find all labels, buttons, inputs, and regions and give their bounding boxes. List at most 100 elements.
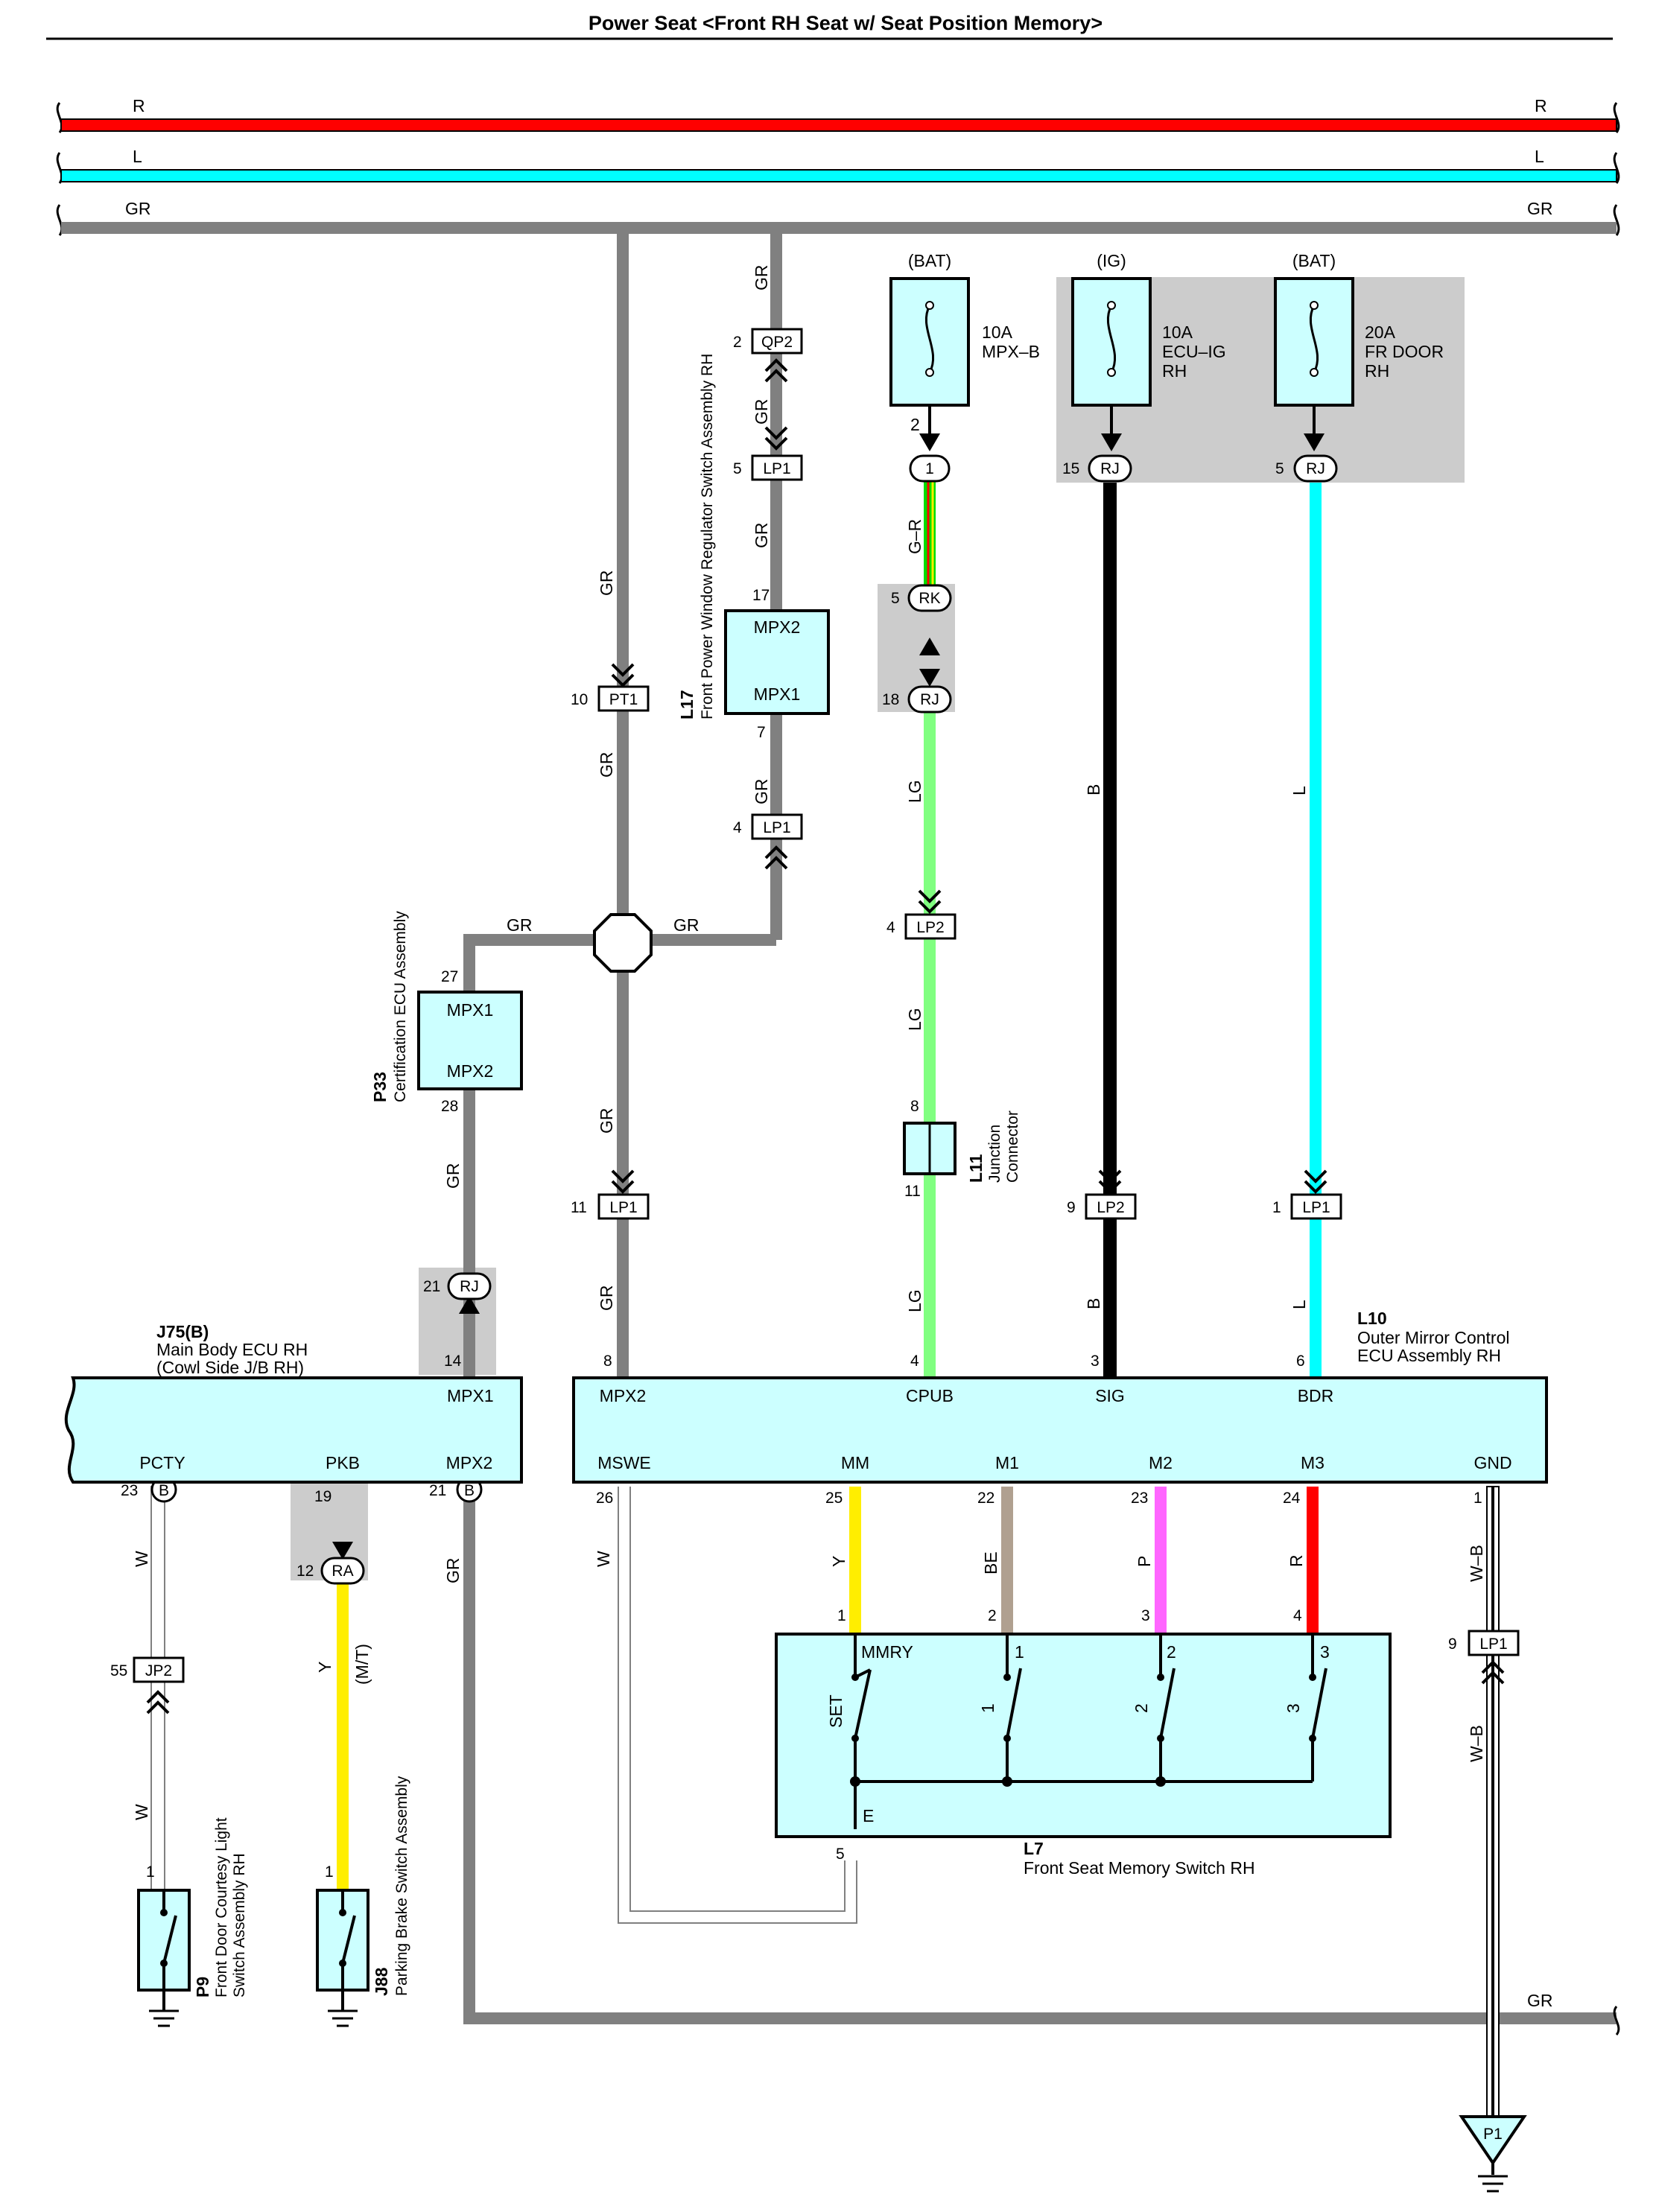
splice-point <box>593 913 653 973</box>
l7-set: SET <box>826 1694 846 1728</box>
bus-r-label-right: R <box>1535 96 1547 115</box>
wire-gr-5: GR <box>597 571 616 597</box>
wire-gr-4: GR <box>752 779 771 805</box>
wire-gr-8: GR <box>597 1285 616 1312</box>
l10-id: L10 <box>1357 1309 1387 1328</box>
bus-l-label-right: L <box>1535 147 1544 166</box>
wire-gr-9: GR <box>507 915 533 935</box>
pin-l10-24: 24 <box>1283 1490 1301 1507</box>
fuse-fr-door-name2: RH <box>1365 361 1389 381</box>
pin-p33-27: 27 <box>441 968 458 985</box>
l10-pin-mpx2: MPX2 <box>600 1386 647 1405</box>
pin-l10-26: 26 <box>596 1490 613 1507</box>
connector-lp1-e: LP1 <box>1479 1636 1507 1653</box>
wire-gr-bottom: GR <box>1527 1991 1553 2010</box>
pin-ra-12: 12 <box>296 1563 314 1580</box>
l7-sw-label-2: 2 <box>1132 1703 1151 1713</box>
fuse-ecu-ig-name1: ECU–IG <box>1162 342 1226 361</box>
j75-pin-mpx1: MPX1 <box>447 1386 494 1405</box>
wire-w-3: W <box>594 1551 613 1567</box>
l10-pin-bdr: BDR <box>1298 1386 1334 1405</box>
diagram-title: Power Seat <Front RH Seat w/ Seat Positi… <box>589 12 1103 34</box>
pin-lp2-4: 4 <box>886 919 895 936</box>
component-p33: MPX1 MPX2 27 28 P33 Certification ECU As… <box>370 911 523 1115</box>
connector-lp2-b: LP2 <box>1097 1199 1124 1216</box>
fuse-fr-door-source: (BAT) <box>1292 251 1336 270</box>
pin-l10-1: 1 <box>1473 1490 1482 1507</box>
l7-e: E <box>863 1806 874 1825</box>
pin-lp1-9: 9 <box>1448 1636 1457 1653</box>
ground-p1: P1 <box>1459 2115 1527 2193</box>
l17-id: L17 <box>677 690 697 719</box>
bus-r-label-left: R <box>133 96 145 115</box>
connector-rj-21: RJ <box>460 1278 479 1295</box>
pin-lp1-5: 5 <box>733 460 742 477</box>
wire-w-b-2: W–B <box>1467 1725 1486 1762</box>
connector-lp1-c: LP1 <box>609 1199 637 1216</box>
fuse-mpx-b-pin: 2 <box>910 415 920 434</box>
fuse-mpx-b-rating: 10A <box>982 322 1013 342</box>
fuse-mpx-b-source: (BAT) <box>908 251 951 270</box>
pin-l10-23: 23 <box>1131 1490 1148 1507</box>
l10-pin-cpub: CPUB <box>906 1386 954 1405</box>
pin-l10-6: 6 <box>1296 1353 1305 1370</box>
connector-lp1-b: LP1 <box>763 819 790 836</box>
fuse-ecu-ig-name2: RH <box>1162 361 1187 381</box>
l10-pin-m1: M1 <box>995 1453 1019 1472</box>
l11-name2: Connector <box>1004 1110 1021 1183</box>
wire-gr-1: GR <box>752 265 771 291</box>
wire-p: P <box>1135 1556 1154 1567</box>
pin-pt1-10: 10 <box>571 691 588 708</box>
connector-jp2: JP2 <box>145 1662 172 1679</box>
l10-pin-gnd: GND <box>1473 1453 1511 1472</box>
wire-l-1: L <box>1289 786 1309 795</box>
j75-pin-pcty: PCTY <box>139 1453 185 1472</box>
pin-l7-3: 3 <box>1141 1607 1150 1624</box>
wire-l-2: L <box>1289 1300 1309 1309</box>
pin-p9-1: 1 <box>146 1863 155 1881</box>
pin-lp1-4: 4 <box>733 819 742 836</box>
l7-name: Front Seat Memory Switch RH <box>1024 1858 1255 1878</box>
p33-pin-mpx1: MPX1 <box>447 1000 494 1020</box>
fuse-fr-door-name1: FR DOOR <box>1365 342 1444 361</box>
bus-l-label-left: L <box>133 147 142 166</box>
p33-id: P33 <box>370 1072 390 1102</box>
connector-labels: QP2 2 LP1 5 LP1 4 PT1 10 LP1 11 LP2 4 LP… <box>110 328 1520 1683</box>
j75-id: J75(B) <box>156 1322 209 1341</box>
wire-y-2: Y <box>829 1556 848 1567</box>
pin-l17-17: 17 <box>752 587 770 604</box>
bus-gr-label-right: GR <box>1527 199 1553 218</box>
component-l17: MPX2 MPX1 17 7 L17 Front Power Window Re… <box>677 354 830 741</box>
connector-rk: RK <box>919 590 940 607</box>
l7-label-3: 3 <box>1320 1642 1330 1662</box>
l10-pin-sig: SIG <box>1095 1386 1125 1405</box>
j75-name1: Main Body ECU RH <box>156 1340 308 1359</box>
pin-jp2-55: 55 <box>110 1662 127 1679</box>
wire-w-2: W <box>132 1804 151 1820</box>
connector-rj-18: RJ <box>920 691 939 708</box>
component-l11: 8 11 L11 Junction Connector <box>903 1098 1021 1200</box>
wire-lg-2: LG <box>905 1008 924 1031</box>
pin-lp1-1: 1 <box>1272 1199 1281 1216</box>
pin-j88-1: 1 <box>325 1863 334 1881</box>
pin-qp2-2: 2 <box>733 334 742 351</box>
bus-gr-label-left: GR <box>125 199 151 218</box>
wire-gr-10: GR <box>673 915 699 935</box>
connector-b-pcty: B <box>159 1482 169 1499</box>
connector-rj-5: RJ <box>1306 460 1325 477</box>
wire-gr-11: GR <box>443 1163 463 1189</box>
l7-label-2: 2 <box>1167 1642 1176 1662</box>
connector-b-mpx2: B <box>464 1482 475 1499</box>
gr-wires <box>61 222 1617 2024</box>
l10-pin-m3: M3 <box>1301 1453 1325 1472</box>
connector-lp1-d: LP1 <box>1302 1199 1330 1216</box>
pin-rj-5: 5 <box>1275 460 1284 477</box>
pin-l10-25: 25 <box>825 1490 843 1507</box>
component-p9: 1 P9 Front Door Courtesy Light Switch As… <box>137 1817 248 2027</box>
pin-j75-19: 19 <box>314 1488 331 1505</box>
fuse-ecu-ig: (IG) 10A ECU–IG RH <box>1071 251 1226 444</box>
j75-pin-pkb: PKB <box>326 1453 360 1472</box>
fuse-mpx-b-name: MPX–B <box>982 342 1040 361</box>
pin-l7-4: 4 <box>1293 1607 1302 1624</box>
bus-lines: R R L L GR GR <box>56 96 1620 236</box>
